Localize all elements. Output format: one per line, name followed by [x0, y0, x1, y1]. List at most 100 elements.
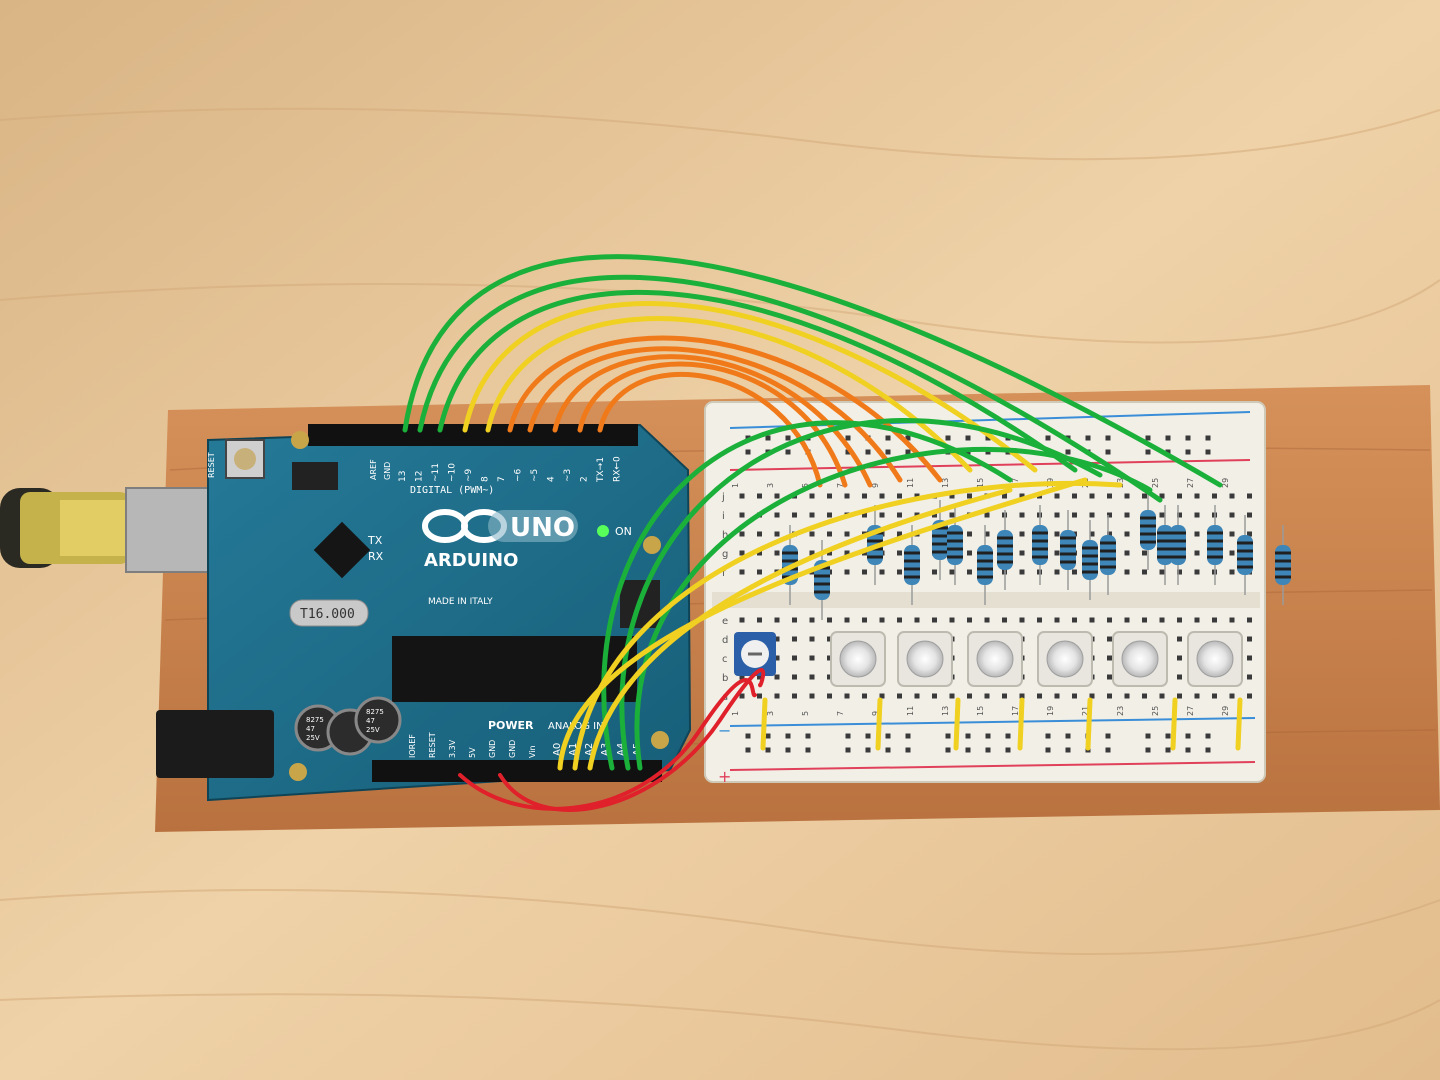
breadboard-hole[interactable] [1107, 493, 1112, 499]
breadboard-hole[interactable] [809, 617, 815, 623]
breadboard-hole[interactable] [774, 693, 780, 699]
breadboard-hole[interactable] [1124, 617, 1130, 623]
breadboard-hole[interactable] [1072, 693, 1077, 699]
rail-hole[interactable] [885, 733, 891, 739]
breadboard-hole[interactable] [774, 493, 780, 499]
breadboard-hole[interactable] [1089, 493, 1095, 499]
breadboard-hole[interactable] [1107, 655, 1112, 661]
breadboard-hole[interactable] [1247, 655, 1252, 661]
rail-hole[interactable] [1145, 435, 1151, 441]
breadboard-hole[interactable] [1002, 617, 1007, 623]
breadboard-hole[interactable] [809, 531, 815, 537]
rail-hole[interactable] [1045, 733, 1051, 739]
breadboard-hole[interactable] [1229, 693, 1235, 699]
breadboard-hole[interactable] [914, 617, 920, 623]
breadboard-hole[interactable] [1089, 531, 1095, 537]
breadboard-hole[interactable] [879, 693, 885, 699]
breadboard-hole[interactable] [1054, 493, 1060, 499]
breadboard-hole[interactable] [932, 693, 937, 699]
breadboard-hole[interactable] [809, 550, 815, 556]
rail-hole[interactable] [745, 747, 751, 753]
breadboard-hole[interactable] [1247, 693, 1252, 699]
rail-hole[interactable] [1205, 747, 1211, 753]
rail-hole[interactable] [1165, 449, 1171, 455]
breadboard-hole[interactable] [1247, 617, 1252, 623]
rail-hole[interactable] [1165, 733, 1171, 739]
rail-hole[interactable] [905, 733, 911, 739]
breadboard-hole[interactable] [792, 693, 797, 699]
breadboard-hole[interactable] [827, 531, 832, 537]
rail-hole[interactable] [985, 733, 991, 739]
breadboard-hole[interactable] [827, 674, 832, 680]
breadboard-hole[interactable] [932, 569, 937, 575]
breadboard-hole[interactable] [827, 493, 832, 499]
breadboard-hole[interactable] [1142, 617, 1147, 623]
breadboard-hole[interactable] [1212, 693, 1217, 699]
rail-hole[interactable] [1065, 747, 1071, 753]
rail-hole[interactable] [1185, 747, 1191, 753]
breadboard-hole[interactable] [1247, 636, 1252, 642]
breadboard-hole[interactable] [1177, 674, 1182, 680]
breadboard-hole[interactable] [1159, 617, 1165, 623]
rail-hole[interactable] [845, 747, 851, 753]
rail-hole[interactable] [985, 747, 991, 753]
rail-hole[interactable] [1145, 747, 1151, 753]
breadboard-hole[interactable] [1002, 493, 1007, 499]
breadboard-hole[interactable] [1177, 512, 1182, 518]
breadboard-hole[interactable] [1124, 531, 1130, 537]
breadboard-hole[interactable] [1159, 493, 1165, 499]
breadboard-hole[interactable] [967, 550, 972, 556]
breadboard-hole[interactable] [1229, 512, 1235, 518]
breadboard-hole[interactable] [1124, 569, 1130, 575]
breadboard-hole[interactable] [1229, 617, 1235, 623]
breadboard-hole[interactable] [897, 569, 902, 575]
rail-hole[interactable] [1045, 435, 1051, 441]
breadboard-hole[interactable] [844, 569, 850, 575]
breadboard-hole[interactable] [1054, 531, 1060, 537]
breadboard-hole[interactable] [1177, 636, 1182, 642]
breadboard-hole[interactable] [879, 569, 885, 575]
breadboard-hole[interactable] [1247, 531, 1252, 537]
breadboard-hole[interactable] [1229, 493, 1235, 499]
breadboard-hole[interactable] [1247, 674, 1252, 680]
breadboard-hole[interactable] [1247, 512, 1252, 518]
rail-hole[interactable] [885, 449, 891, 455]
breadboard-hole[interactable] [757, 531, 762, 537]
breadboard-hole[interactable] [757, 674, 762, 680]
rail-hole[interactable] [785, 733, 791, 739]
breadboard-hole[interactable] [984, 512, 990, 518]
rail-hole[interactable] [965, 733, 971, 739]
rail-hole[interactable] [1165, 747, 1171, 753]
rail-hole[interactable] [1065, 733, 1071, 739]
rail-hole[interactable] [765, 747, 771, 753]
breadboard-hole[interactable] [879, 493, 885, 499]
breadboard-hole[interactable] [984, 617, 990, 623]
breadboard-hole[interactable] [1072, 493, 1077, 499]
breadboard-hole[interactable] [1229, 531, 1235, 537]
breadboard-hole[interactable] [792, 617, 797, 623]
breadboard-hole[interactable] [1107, 531, 1112, 537]
breadboard-hole[interactable] [949, 617, 955, 623]
breadboard-hole[interactable] [844, 693, 850, 699]
breadboard-hole[interactable] [809, 674, 815, 680]
breadboard-hole[interactable] [1247, 493, 1252, 499]
breadboard-hole[interactable] [967, 693, 972, 699]
rail-hole[interactable] [1165, 435, 1171, 441]
breadboard-hole[interactable] [809, 493, 815, 499]
breadboard-hole[interactable] [1019, 531, 1025, 537]
breadboard-hole[interactable] [862, 493, 867, 499]
breadboard-hole[interactable] [739, 617, 745, 623]
breadboard-hole[interactable] [739, 674, 745, 680]
breadboard-hole[interactable] [1142, 693, 1147, 699]
rail-hole[interactable] [845, 733, 851, 739]
breadboard-hole[interactable] [1002, 693, 1007, 699]
breadboard-hole[interactable] [1107, 636, 1112, 642]
rail-hole[interactable] [885, 435, 891, 441]
breadboard-hole[interactable] [739, 550, 745, 556]
breadboard-hole[interactable] [1194, 493, 1200, 499]
breadboard-hole[interactable] [1107, 693, 1112, 699]
breadboard-hole[interactable] [827, 693, 832, 699]
breadboard-hole[interactable] [757, 617, 762, 623]
breadboard-hole[interactable] [1212, 617, 1217, 623]
breadboard-hole[interactable] [1037, 617, 1042, 623]
